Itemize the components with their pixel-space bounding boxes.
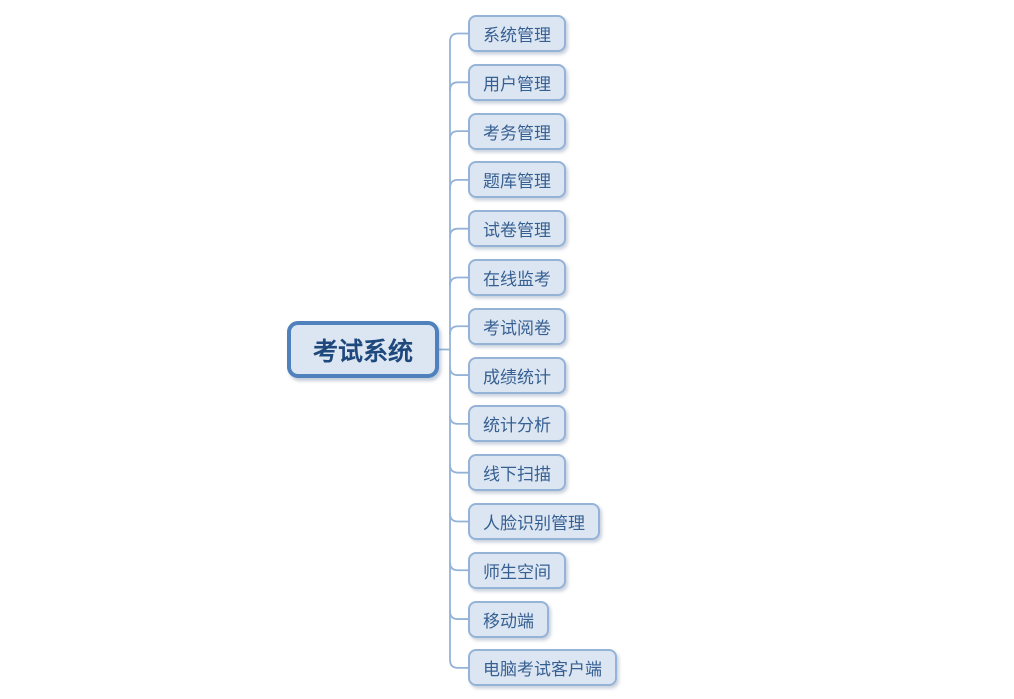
branch-node-14[interactable]: 电脑考试客户端: [468, 649, 617, 687]
root-node-exam-system[interactable]: 考试系统: [287, 321, 439, 378]
connector-line: [449, 227, 469, 238]
connector-line: [449, 130, 469, 140]
connector-line: [449, 366, 469, 376]
branch-node-7[interactable]: 考试阅卷: [468, 307, 566, 345]
connector-line: [449, 178, 469, 189]
branch-node-1[interactable]: 系统管理: [468, 15, 566, 52]
branch-node-10[interactable]: 线下扫描: [468, 454, 566, 492]
branch-node-6[interactable]: 在线监考: [468, 258, 566, 296]
branch-node-13[interactable]: 移动端: [468, 600, 549, 638]
branch-node-5[interactable]: 试卷管理: [468, 210, 566, 248]
branch-node-9[interactable]: 统计分析: [468, 405, 566, 443]
connector-line: [449, 561, 469, 572]
branch-node-11[interactable]: 人脸识别管理: [468, 502, 600, 540]
connector-line: [449, 32, 469, 669]
branch-node-12[interactable]: 师生空间: [468, 551, 566, 589]
connector-line: [449, 276, 469, 287]
connector-line: [449, 610, 469, 620]
branch-node-8[interactable]: 成绩统计: [468, 356, 566, 394]
connector-line: [449, 325, 469, 336]
connector-line: [449, 414, 469, 425]
connector-line: [449, 463, 469, 474]
branch-node-3[interactable]: 考务管理: [468, 112, 566, 150]
branch-node-4[interactable]: 题库管理: [468, 161, 566, 199]
connector-line: [449, 512, 469, 523]
branch-node-2[interactable]: 用户管理: [468, 63, 566, 101]
connector-line: [449, 81, 469, 92]
branch-column: 系统管理用户管理考务管理题库管理试卷管理在线监考考试阅卷成绩统计统计分析线下扫描…: [468, 15, 617, 687]
